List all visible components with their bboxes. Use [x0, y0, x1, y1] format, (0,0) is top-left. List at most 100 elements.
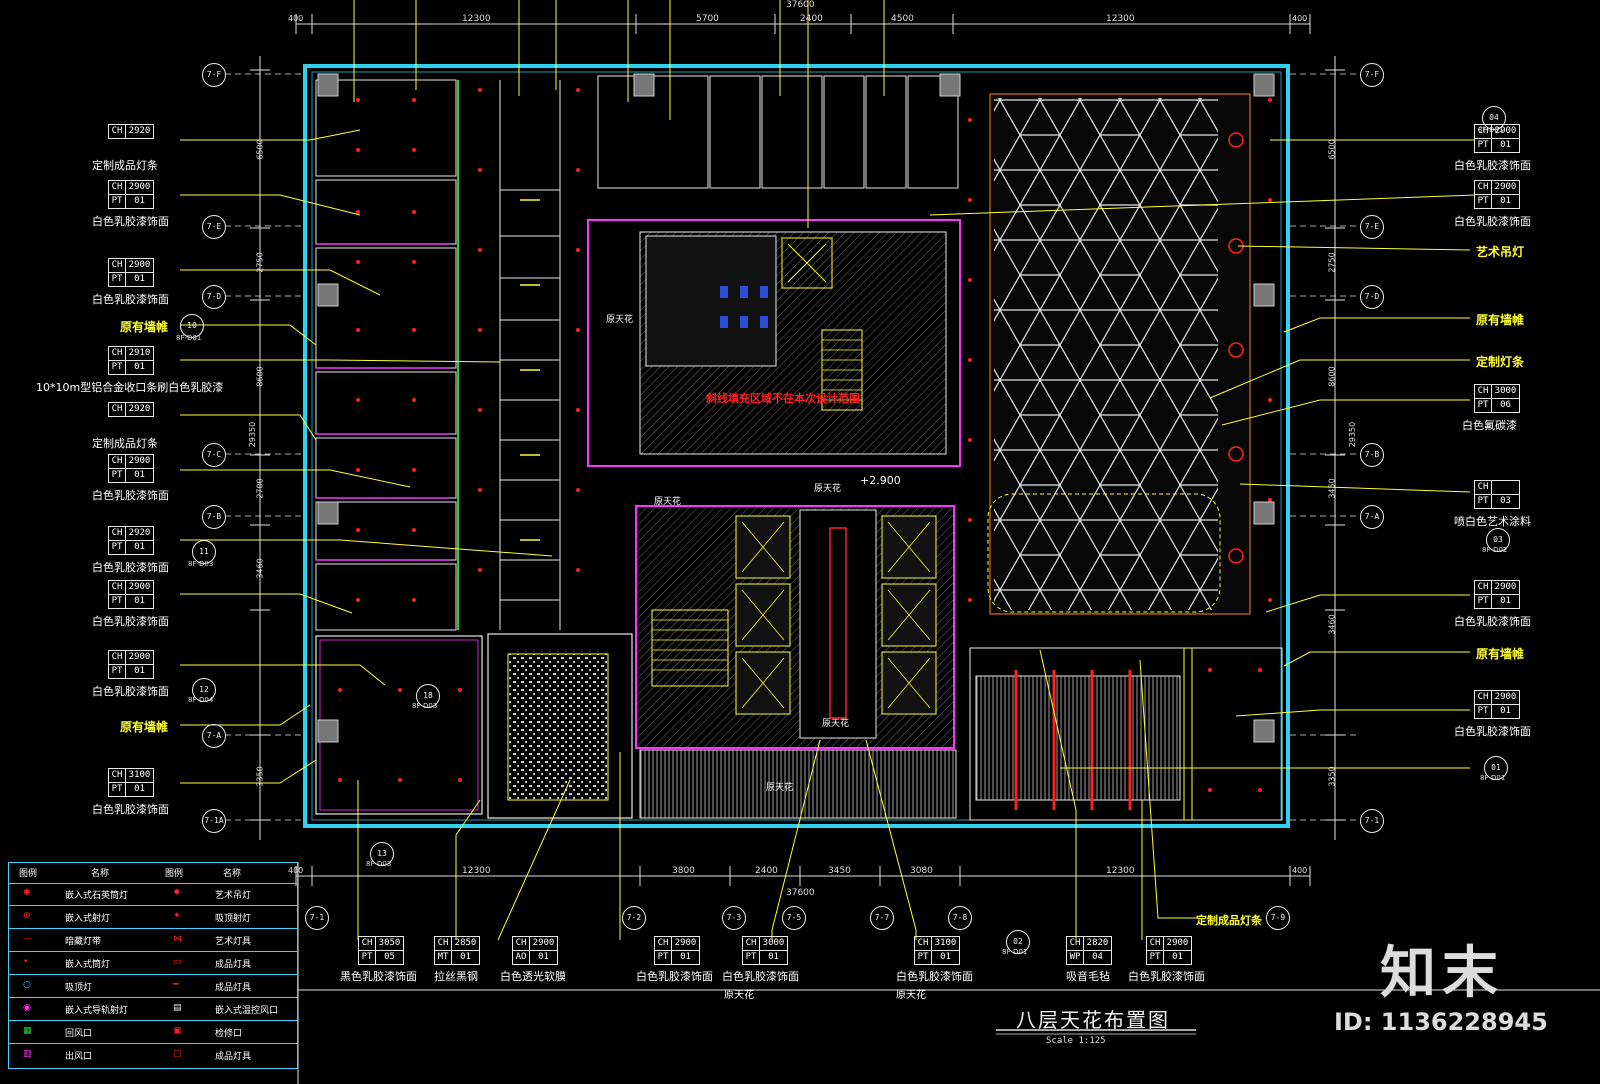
grille-ceiling: [507, 653, 609, 801]
material-label: 白色乳胶漆饰面: [92, 561, 169, 574]
left-dimension-line: [250, 56, 270, 840]
section-mark: 01: [1484, 756, 1508, 780]
material-label: 白色乳胶漆饰面: [92, 489, 169, 502]
material-label: 白色乳胶漆饰面: [92, 293, 169, 306]
material-label: 白色透光软膜: [500, 970, 566, 983]
section-ref: 8F-D02: [1482, 546, 1508, 554]
material-label: 吸音毛毡: [1066, 970, 1110, 983]
grid-bubble: 7-9: [1266, 906, 1290, 930]
art-fixture-icon: ⋈: [173, 934, 182, 944]
material-label: 白色乳胶漆饰面: [636, 970, 713, 983]
access-panel-icon: ▣: [173, 1026, 182, 1036]
dim-text: 12300: [1106, 866, 1135, 876]
material-label: 白色乳胶漆饰面: [1454, 159, 1531, 172]
grid-bubble: 7-5: [782, 906, 806, 930]
section-ref: 8F-D03: [188, 560, 214, 568]
material-label: 拉丝黑钢: [434, 970, 478, 983]
lower-core-stair: [651, 609, 729, 687]
legend-row: • 嵌入式筒灯 ▭ 成品灯具: [9, 954, 297, 975]
dim-text: 3800: [672, 866, 695, 876]
outer-wall: [303, 64, 1290, 828]
section-ref: 8F-D01: [176, 334, 202, 342]
annotation-label: 原有墙帷: [120, 720, 169, 734]
grid-bubble: 7-1: [1360, 809, 1384, 833]
grid-bubble: 7-D: [1360, 285, 1384, 309]
material-label: 白色乳胶漆饰面: [1454, 615, 1531, 628]
return-vent-icon: ▦: [23, 1026, 32, 1036]
legend-row: ▦ 回风口 ▣ 检修口: [9, 1023, 297, 1044]
dim-text: 2750: [1327, 252, 1337, 273]
room-bottom-right: [969, 647, 1283, 821]
art-pendant-lights: [1228, 132, 1244, 564]
dim-text: 3350: [255, 766, 265, 787]
watermark-logo: 知末: [1380, 941, 1504, 1006]
section-mark: 11: [192, 540, 216, 564]
material-label: 白色乳胶漆饰面: [722, 970, 799, 983]
grid-bubble: 7-B: [202, 505, 226, 529]
dim-text: 6500: [255, 139, 265, 160]
grid-bubble: 7-E: [202, 215, 226, 239]
section-mark: 02: [1006, 930, 1030, 954]
inner-wall-outline: [311, 71, 1282, 821]
ceiling-label: 原天花: [654, 497, 682, 507]
dim-text: 8600: [1327, 366, 1337, 387]
acoustic-panel-area: [975, 675, 1181, 801]
material-label: 白色乳胶漆饰面: [1454, 725, 1531, 738]
bottom-leader-lines: [357, 649, 1198, 941]
dim-text: 400: [1292, 14, 1308, 23]
annotation-label: 艺术吊灯: [1476, 245, 1525, 259]
section-ref: 8F-D01: [1002, 948, 1028, 956]
section-mark: 12: [192, 678, 216, 702]
grid-bubble: 7-A: [202, 724, 226, 748]
dim-text: 6500: [1327, 139, 1337, 160]
legend-row: ✱ 嵌入式石英筒灯 ✸ 艺术吊灯: [9, 885, 297, 906]
dim-text: 29350: [248, 421, 258, 448]
section-mark: 04: [1482, 106, 1506, 130]
legend-row: ⊕ 嵌入式射灯 ✦ 吸顶射灯: [9, 908, 297, 929]
section-ref: 8F-D01: [1480, 774, 1506, 782]
legend-row: ○ 吸顶灯 ━ 成品灯具: [9, 977, 297, 998]
ceiling-label: 原天花: [766, 783, 794, 793]
dim-text: 3460: [1327, 614, 1337, 635]
grid-bubble: 7-D: [202, 285, 226, 309]
material-label: 白色乳胶漆饰面: [92, 615, 169, 628]
dim-text: 12300: [462, 866, 491, 876]
dim-text: 12300: [1106, 14, 1135, 24]
grid-bubble: 7-3: [722, 906, 746, 930]
dim-total-bottom: 37600: [786, 888, 815, 898]
dim-text: 3450: [1327, 478, 1337, 499]
drawing-title: 八层天花布置图: [1016, 1008, 1170, 1032]
grid-bubble: 7-1A: [202, 809, 226, 833]
toilet-fixtures: [720, 286, 768, 328]
dim-text: 29350: [1348, 421, 1358, 448]
grid-bubble: 7-2: [622, 906, 646, 930]
fixture-icon: ▢: [173, 1049, 182, 1059]
dim-text: 4500: [891, 14, 914, 24]
watermark-id: ID: 1136228945: [1334, 1008, 1548, 1036]
ceiling-note: 原天花: [724, 990, 754, 1001]
room-bottom-left: [315, 635, 483, 815]
material-label: 定制成品灯条: [92, 159, 158, 172]
dim-text: 400: [1292, 866, 1308, 875]
grid-bubble: 7-F: [202, 63, 226, 87]
material-label: 白色氟碳漆: [1462, 419, 1517, 432]
grid-bubble: 7-8: [948, 906, 972, 930]
section-ref: 8F-D04: [188, 696, 214, 704]
section-ref: 8F-D03: [366, 860, 392, 868]
ceiling-label: 原天花: [606, 315, 634, 325]
dim-text: 400: [288, 14, 304, 23]
section-mark: 10: [180, 314, 204, 338]
track-light-icon: ◉: [23, 1003, 31, 1013]
corridor-light-strips: [520, 199, 540, 541]
dim-text: 12300: [462, 14, 491, 24]
dim-text: 2700: [255, 478, 265, 499]
elevator-crosses: [741, 521, 931, 709]
